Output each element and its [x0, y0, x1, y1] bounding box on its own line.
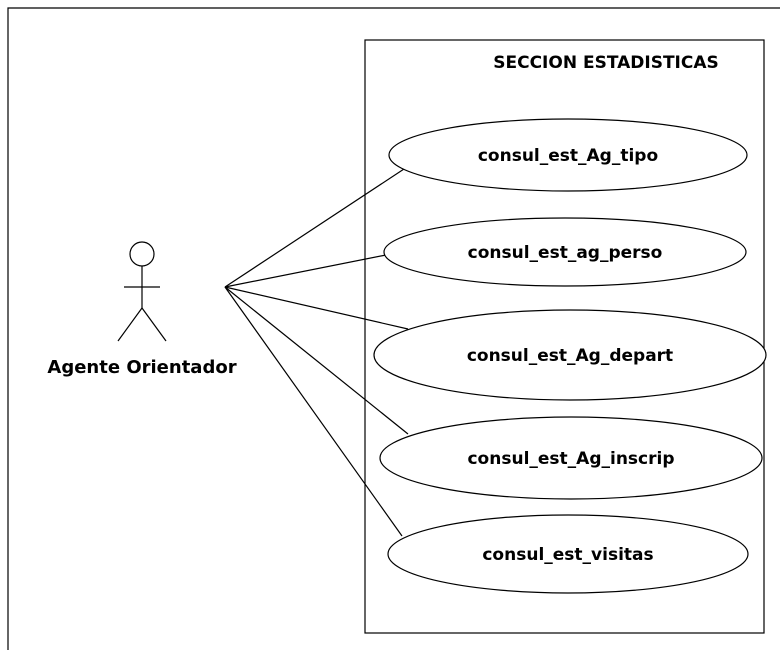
use-case-ellipse: [383, 217, 747, 287]
actor-label: Agente Orientador: [47, 357, 236, 378]
use-case-4: consul_est_Ag_inscrip: [379, 416, 763, 500]
association-lines: [224, 168, 409, 537]
use-case-label: consul_est_visitas: [482, 545, 653, 565]
system-box: [364, 39, 765, 634]
association-line-uc2: [224, 254, 387, 288]
association-line-uc1: [224, 168, 405, 288]
association-line-uc5: [224, 286, 403, 537]
system-title: SECCION ESTADISTICAS: [493, 53, 719, 73]
use-case-label: consul_est_Ag_tipo: [478, 146, 658, 166]
use-case-ellipse: [379, 416, 763, 500]
use-case-label: consul_est_Ag_inscrip: [467, 449, 674, 469]
use-case-3: consul_est_Ag_depart: [373, 309, 767, 401]
use-case-ellipse: [387, 514, 749, 594]
use-case-ellipse: [373, 309, 767, 401]
outer-frame: [7, 7, 780, 650]
system-boundary: SECCION ESTADISTICAS: [364, 39, 765, 634]
use-case-ellipse: [388, 118, 748, 192]
use-case-label: consul_est_ag_perso: [468, 243, 663, 263]
use-case-1: consul_est_Ag_tipo: [388, 118, 748, 192]
use-case-2: consul_est_ag_perso: [383, 217, 747, 287]
use-case-label: consul_est_Ag_depart: [467, 346, 673, 366]
actor-right-leg: [141, 307, 167, 342]
association-line-uc3: [224, 286, 409, 330]
use-case-5: consul_est_visitas: [387, 514, 749, 594]
association-line-uc4: [224, 286, 409, 435]
actor: Agente Orientador: [47, 241, 237, 378]
actor-head: [129, 241, 155, 267]
actor-left-leg: [117, 307, 143, 342]
